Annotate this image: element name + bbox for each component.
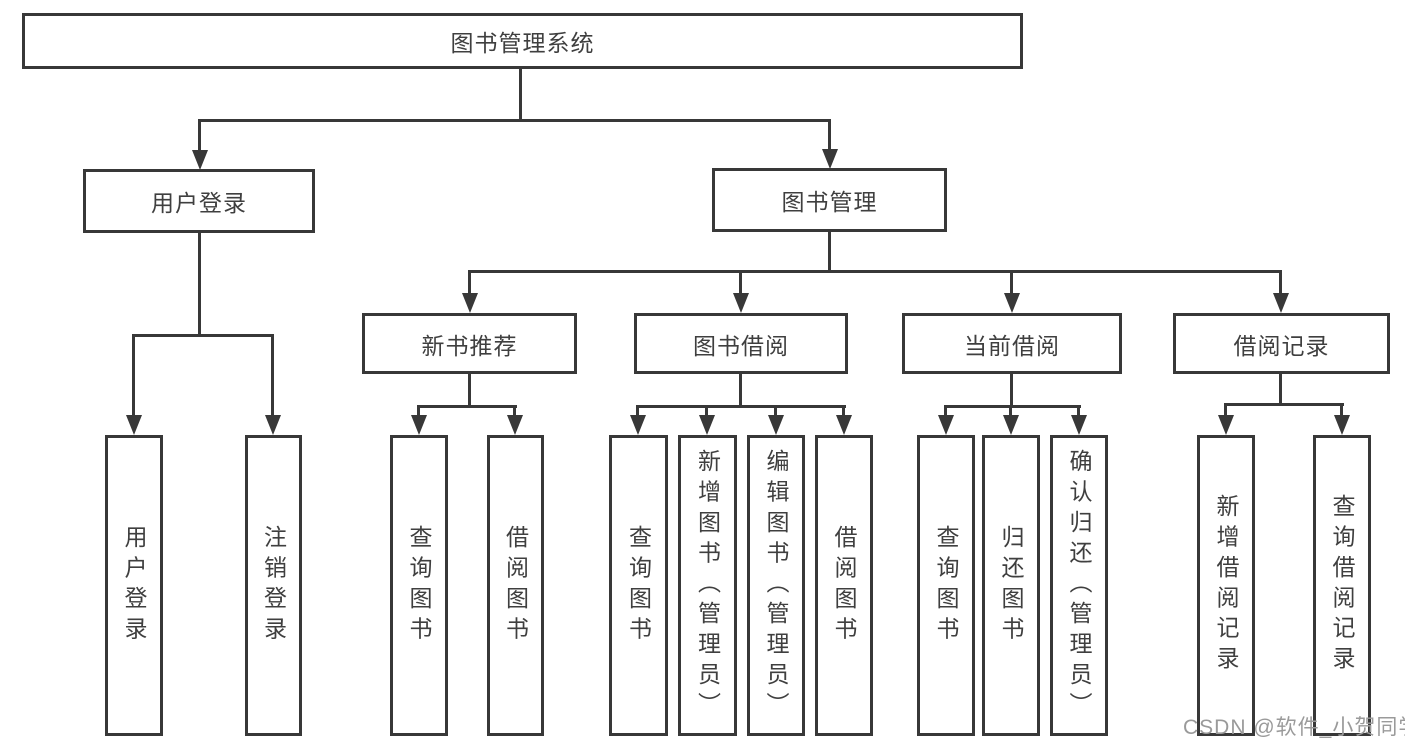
node-label: 新书推荐 xyxy=(421,332,518,359)
arrowhead-down-icon xyxy=(699,415,715,435)
node-new-book-recommend: 新书推荐 xyxy=(362,313,577,374)
edge-current-branch xyxy=(944,405,1081,408)
node-book-management: 图书管理 xyxy=(712,168,947,232)
arrowhead-down-icon xyxy=(822,149,838,169)
node-label: 图书管理系统 xyxy=(450,30,595,56)
node-label: 图书管理 xyxy=(781,189,878,215)
edge-leaf-stem xyxy=(1224,403,1227,417)
edge-root-stem xyxy=(519,69,522,121)
arrowhead-down-icon xyxy=(1003,415,1019,435)
arrowhead-down-icon xyxy=(733,293,749,313)
node-label: 新增借阅记录 xyxy=(1213,494,1239,677)
edge-user-login-branch xyxy=(132,334,274,337)
edge-to-current-stem xyxy=(1010,270,1013,294)
node-current-borrow: 当前借阅 xyxy=(902,313,1122,374)
arrowhead-down-icon xyxy=(1218,415,1234,435)
node-label: 借阅图书 xyxy=(502,524,529,647)
edge-borrow-branch xyxy=(636,405,846,408)
edge-book-mgmt-stem xyxy=(828,232,831,273)
edge-to-records-stem xyxy=(1279,270,1282,294)
edge-records-branch xyxy=(1224,403,1344,406)
edge-to-login-leaf-stem xyxy=(132,334,135,416)
edge-to-user-login-stem xyxy=(198,119,201,152)
node-label: 用户登录 xyxy=(151,190,247,216)
node-label: 编辑图书（管理员） xyxy=(763,448,789,723)
edge-new-book-stem xyxy=(468,374,471,408)
arrowhead-down-icon xyxy=(1004,293,1020,313)
leaf-return-book: 归还图书 xyxy=(982,435,1040,736)
node-label: 当前借阅 xyxy=(964,332,1060,359)
leaf-query-book-borrow: 查询图书 xyxy=(609,435,668,736)
node-label: 借阅记录 xyxy=(1233,332,1330,359)
leaf-borrow-book-recommend: 借阅图书 xyxy=(487,435,544,736)
leaf-query-book-recommend: 查询图书 xyxy=(390,435,448,736)
node-label: 查询图书 xyxy=(406,524,432,647)
edge-leaf-stem xyxy=(774,405,777,417)
node-label: 查询图书 xyxy=(933,524,959,647)
leaf-add-borrow-record: 新增借阅记录 xyxy=(1197,435,1255,736)
edge-records-stem xyxy=(1279,374,1282,406)
edge-new-book-branch xyxy=(417,405,517,408)
arrowhead-down-icon xyxy=(1273,293,1289,313)
arrowhead-down-icon xyxy=(126,415,142,435)
arrowhead-down-icon xyxy=(836,415,852,435)
arrowhead-down-icon xyxy=(265,415,281,435)
arrowhead-down-icon xyxy=(630,415,646,435)
node-label: 确认归还（管理员） xyxy=(1066,448,1092,723)
leaf-confirm-return-admin: 确认归还（管理员） xyxy=(1050,435,1108,736)
edge-leaf-stem xyxy=(636,405,639,417)
node-label: 新增图书（管理员） xyxy=(694,448,721,723)
arrowhead-down-icon xyxy=(507,415,523,435)
edge-leaf-stem xyxy=(513,405,516,417)
leaf-edit-book-admin: 编辑图书（管理员） xyxy=(747,435,805,736)
edge-leaf-stem xyxy=(944,405,947,417)
edge-borrow-stem xyxy=(739,374,742,408)
arrowhead-down-icon xyxy=(192,150,208,170)
node-user-login: 用户登录 xyxy=(83,169,315,233)
edge-leaf-stem xyxy=(1009,405,1012,417)
edge-book-mgmt-branch xyxy=(468,270,1282,273)
edge-leaf-stem xyxy=(1340,403,1343,417)
node-label: 图书借阅 xyxy=(693,332,789,359)
leaf-user-login: 用户登录 xyxy=(105,435,163,736)
arrowhead-down-icon xyxy=(768,415,784,435)
edge-to-borrow-stem xyxy=(739,270,742,294)
leaf-query-book-current: 查询图书 xyxy=(917,435,975,736)
node-label: 查询图书 xyxy=(625,524,652,647)
node-label: 用户登录 xyxy=(121,524,147,647)
leaf-logout: 注销登录 xyxy=(245,435,302,736)
arrowhead-down-icon xyxy=(462,293,478,313)
arrowhead-down-icon xyxy=(1334,415,1350,435)
node-label: 查询借阅记录 xyxy=(1329,494,1355,677)
edge-leaf-stem xyxy=(705,405,708,417)
edge-to-new-book-stem xyxy=(468,270,471,294)
edge-leaf-stem xyxy=(417,405,420,417)
arrowhead-down-icon xyxy=(938,415,954,435)
arrowhead-down-icon xyxy=(1071,415,1087,435)
node-label: 注销登录 xyxy=(260,524,287,647)
edge-current-stem xyxy=(1010,374,1013,408)
arrowhead-down-icon xyxy=(411,415,427,435)
leaf-add-book-admin: 新增图书（管理员） xyxy=(678,435,737,736)
node-label: 借阅图书 xyxy=(831,524,857,647)
edge-to-logout-leaf-stem xyxy=(271,334,274,416)
edge-root-branch xyxy=(198,119,831,122)
node-book-borrow: 图书借阅 xyxy=(634,313,848,374)
edge-user-login-stem xyxy=(198,233,201,337)
watermark-text: CSDN @软件_小贺同学 xyxy=(1183,716,1405,739)
node-library-system: 图书管理系统 xyxy=(22,13,1023,69)
edge-to-book-mgmt-stem xyxy=(828,119,831,151)
node-label: 归还图书 xyxy=(998,524,1024,647)
edge-leaf-stem xyxy=(842,405,845,417)
leaf-query-borrow-record: 查询借阅记录 xyxy=(1313,435,1371,736)
leaf-borrow-book: 借阅图书 xyxy=(815,435,873,736)
edge-leaf-stem xyxy=(1077,405,1080,417)
node-borrow-records: 借阅记录 xyxy=(1173,313,1390,374)
